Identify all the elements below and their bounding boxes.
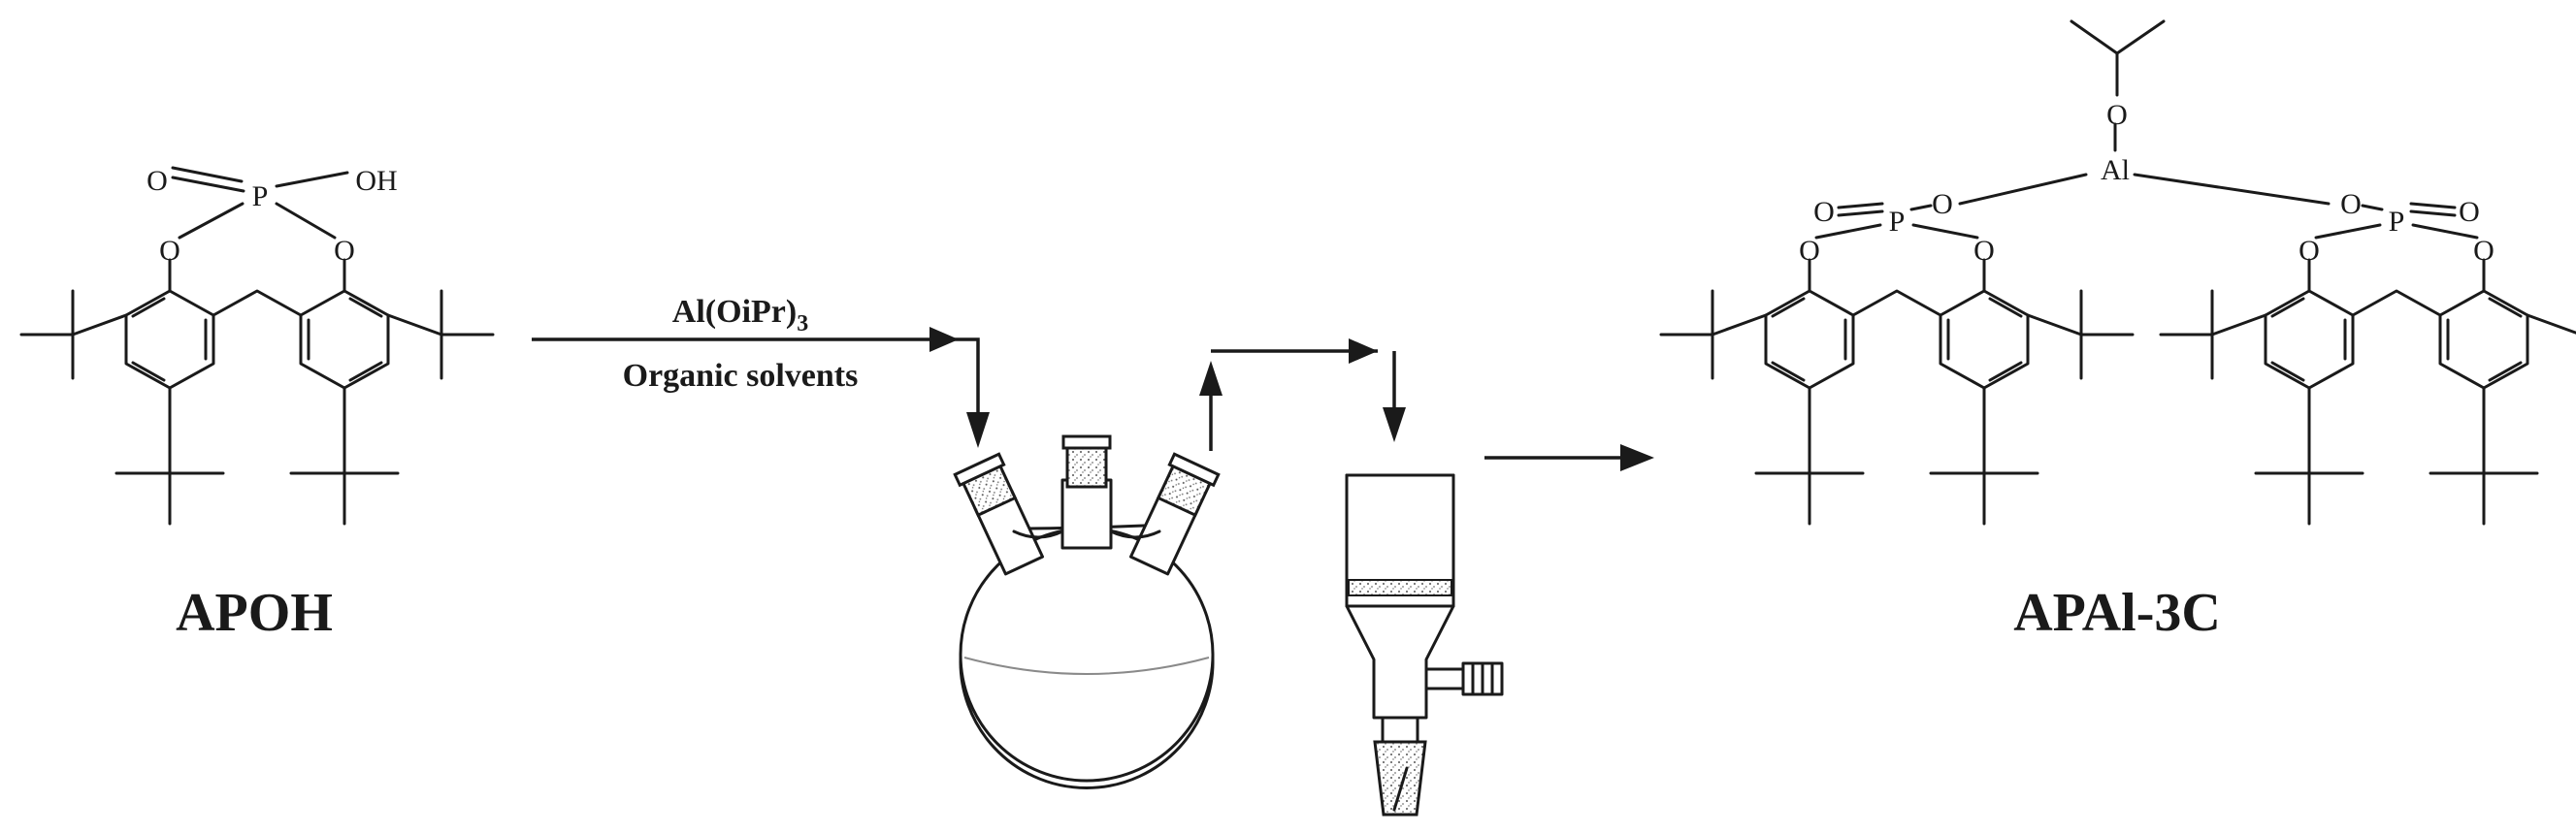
product-right-bridge-oxygen: O xyxy=(2340,188,2362,220)
three-neck-flask xyxy=(953,434,1221,789)
reactant-label: APOH xyxy=(176,583,333,643)
product-right-oxo: O xyxy=(2459,196,2480,228)
reactant-oxygen-right: O xyxy=(334,235,355,267)
reactant-hydroxyl: OH xyxy=(355,165,397,197)
product-left-oxygen-b: O xyxy=(1973,235,1995,267)
product-left-oxygen-a: O xyxy=(1799,235,1820,267)
product-left-biphenol xyxy=(1659,258,2135,526)
product-left-phosphorus: P xyxy=(1889,206,1906,238)
product-apal-3c-structure: O O P O O O O P O O Al xyxy=(1659,19,2576,526)
product-label: APAl-3C xyxy=(2013,583,2221,643)
product-left-oxo: O xyxy=(1813,196,1835,228)
product-right-phosphorus: P xyxy=(2389,206,2405,238)
fritted-funnel xyxy=(1345,473,1504,817)
product-isopropoxy-oxygen: O xyxy=(2106,99,2128,131)
arrow-to-flask xyxy=(532,337,980,427)
reactant-biphenol-backbone xyxy=(19,258,495,526)
reactant-apoh-structure: O O P O OH xyxy=(19,165,495,526)
product-aluminium: Al xyxy=(2101,154,2130,186)
product-right-biphenol xyxy=(2159,258,2576,526)
product-left-bridge-oxygen: O xyxy=(1932,188,1953,220)
solvent-label: Organic solvents xyxy=(623,358,859,394)
product-right-oxygen-b: O xyxy=(2473,235,2494,267)
reagent-label: Al(OiPr)3 xyxy=(672,294,808,337)
reactant-phosphorus: P xyxy=(252,180,269,212)
reactant-oxo-oxygen: O xyxy=(147,165,168,197)
product-right-oxygen-a: O xyxy=(2299,235,2320,267)
reactant-oxygen-left: O xyxy=(159,235,180,267)
